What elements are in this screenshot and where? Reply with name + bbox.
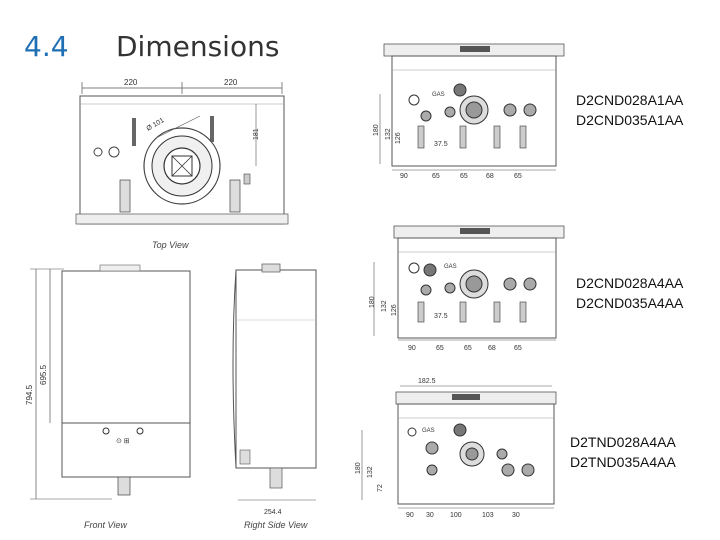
svg-text:⊙ ⊞: ⊙ ⊞ — [116, 438, 130, 445]
panel-1-models: D2CND028A1AA D2CND035A1AA — [576, 90, 683, 130]
p3-dim-b1: 30 — [426, 512, 434, 519]
p2-dim-inner: 37.5 — [434, 313, 448, 320]
p3-dim-left-2: 72 — [377, 484, 384, 492]
p2-dim-b4: 65 — [514, 345, 522, 352]
p2-dim-b2: 65 — [464, 345, 472, 352]
p2-dim-b1: 65 — [436, 345, 444, 352]
p2-dim-left-0: 180 — [369, 296, 376, 308]
panel-1-model-b: D2CND035A1AA — [576, 112, 684, 128]
p2-dim-left-1: 132 — [381, 300, 388, 312]
section-number: 4.4 — [24, 30, 69, 63]
p1-dim-left-2: 126 — [395, 132, 402, 144]
top-view-drawing: 220 220 Ø 101 181 — [75, 78, 289, 225]
side-depth: 254.4 — [264, 509, 282, 516]
p1-gas-label: GAS — [432, 92, 445, 98]
panel-3-model-b: D2TND035A4AA — [570, 454, 676, 470]
panel-1-model-a: D2CND028A1AA — [576, 92, 684, 108]
p1-dim-b4: 65 — [514, 173, 522, 180]
p3-gas-label: GAS — [422, 428, 435, 434]
bottom-view-panel-1: 180 132 126 GAS 37.5 90 65 65 68 65 — [373, 43, 565, 180]
panel-2-model-b: D2CND035A4AA — [576, 295, 684, 311]
panel-2-models: D2CND028A4AA D2CND035A4AA — [576, 273, 683, 313]
p1-dim-left-0: 180 — [373, 124, 380, 136]
top-dim-right: 220 — [224, 78, 238, 87]
p2-gas-label: GAS — [444, 264, 457, 270]
front-view-drawing: 794.5 695.5 ⊙ ⊞ — [25, 264, 191, 500]
p2-dim-left-2: 126 — [391, 304, 398, 316]
p1-dim-b0: 90 — [400, 173, 408, 180]
bottom-view-panel-3: 182.5 180 132 72 GAS 90 30 100 103 30 — [355, 378, 557, 519]
bottom-view-panel-2: 180 132 126 GAS 37.5 90 65 65 68 65 — [369, 225, 565, 352]
p1-dim-b1: 65 — [432, 173, 440, 180]
section-title: Dimensions — [116, 30, 280, 63]
p3-dim-b4: 30 — [512, 512, 520, 519]
front-height-inner: 695.5 — [39, 364, 48, 385]
p1-dim-b2: 65 — [460, 173, 468, 180]
top-dim-vertical: 181 — [253, 128, 260, 140]
p1-dim-b3: 68 — [486, 173, 494, 180]
front-height-outer: 794.5 — [25, 384, 34, 405]
side-view-drawing: 254.4 — [232, 263, 317, 516]
front-view-caption: Front View — [84, 520, 127, 530]
p1-dim-left-1: 132 — [385, 128, 392, 140]
p2-dim-b3: 68 — [488, 345, 496, 352]
panel-3-models: D2TND028A4AA D2TND035A4AA — [570, 432, 676, 472]
top-dim-left: 220 — [124, 78, 138, 87]
p3-dim-b3: 103 — [482, 512, 494, 519]
panel-3-model-a: D2TND028A4AA — [570, 434, 676, 450]
p1-dim-inner: 37.5 — [434, 141, 448, 148]
p3-dim-left-0: 180 — [355, 462, 362, 474]
panel-2-model-a: D2CND028A4AA — [576, 275, 684, 291]
top-view-caption: Top View — [152, 240, 189, 250]
p3-dim-b0: 90 — [406, 512, 414, 519]
p3-dim-left-1: 132 — [367, 466, 374, 478]
side-view-caption: Right Side View — [244, 520, 308, 530]
p3-dim-b2: 100 — [450, 512, 462, 519]
p3-dim-top: 182.5 — [418, 378, 436, 385]
p2-dim-b0: 90 — [408, 345, 416, 352]
